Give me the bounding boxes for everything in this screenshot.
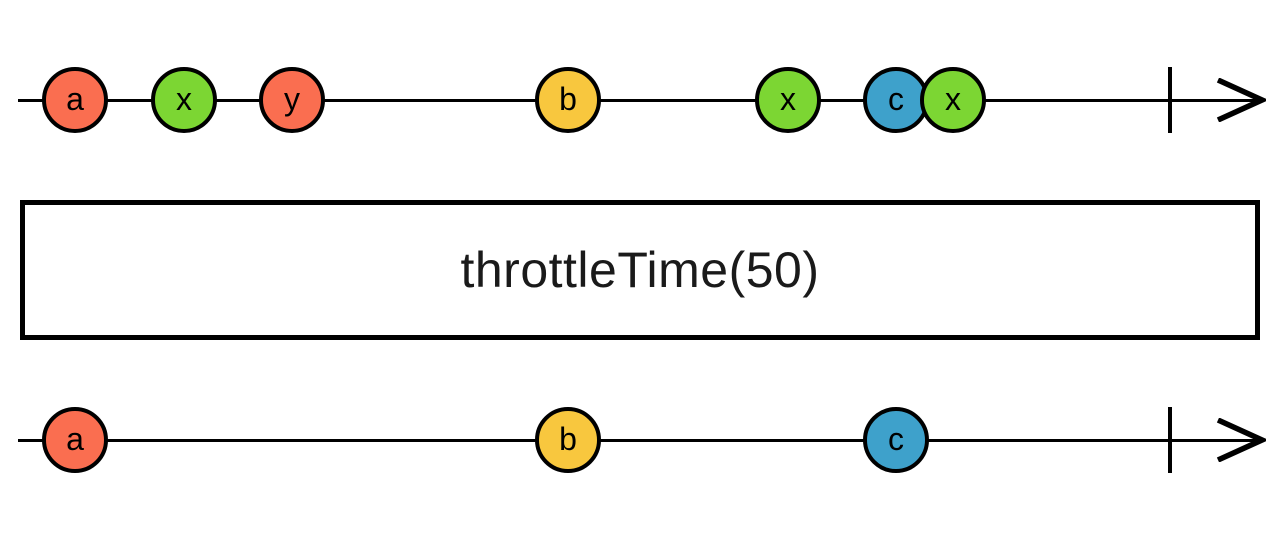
output-stream-marble-b: b <box>535 407 601 473</box>
input-stream-complete-bar <box>1168 67 1172 133</box>
input-stream-marble-a[interactable]: a <box>42 67 108 133</box>
output-stream-marble-c: c <box>863 407 929 473</box>
input-stream-marble-c[interactable]: c <box>863 67 929 133</box>
output-stream-timeline: a b c <box>0 370 1280 510</box>
input-stream-arrow-icon <box>1216 78 1266 122</box>
input-stream-line <box>18 98 1258 102</box>
output-stream-arrow-icon <box>1216 418 1266 462</box>
input-stream-marble-x[interactable]: x <box>151 67 217 133</box>
input-stream-marble-y[interactable]: y <box>259 67 325 133</box>
input-stream-marble-b[interactable]: b <box>535 67 601 133</box>
operator-box: throttleTime(50) <box>20 200 1260 340</box>
output-stream-line <box>18 438 1258 442</box>
output-stream-marble-a: a <box>42 407 108 473</box>
output-stream-complete-bar <box>1168 407 1172 473</box>
input-stream-marble-x[interactable]: x <box>920 67 986 133</box>
operator-label: throttleTime(50) <box>460 242 820 298</box>
input-stream-marble-x[interactable]: x <box>755 67 821 133</box>
